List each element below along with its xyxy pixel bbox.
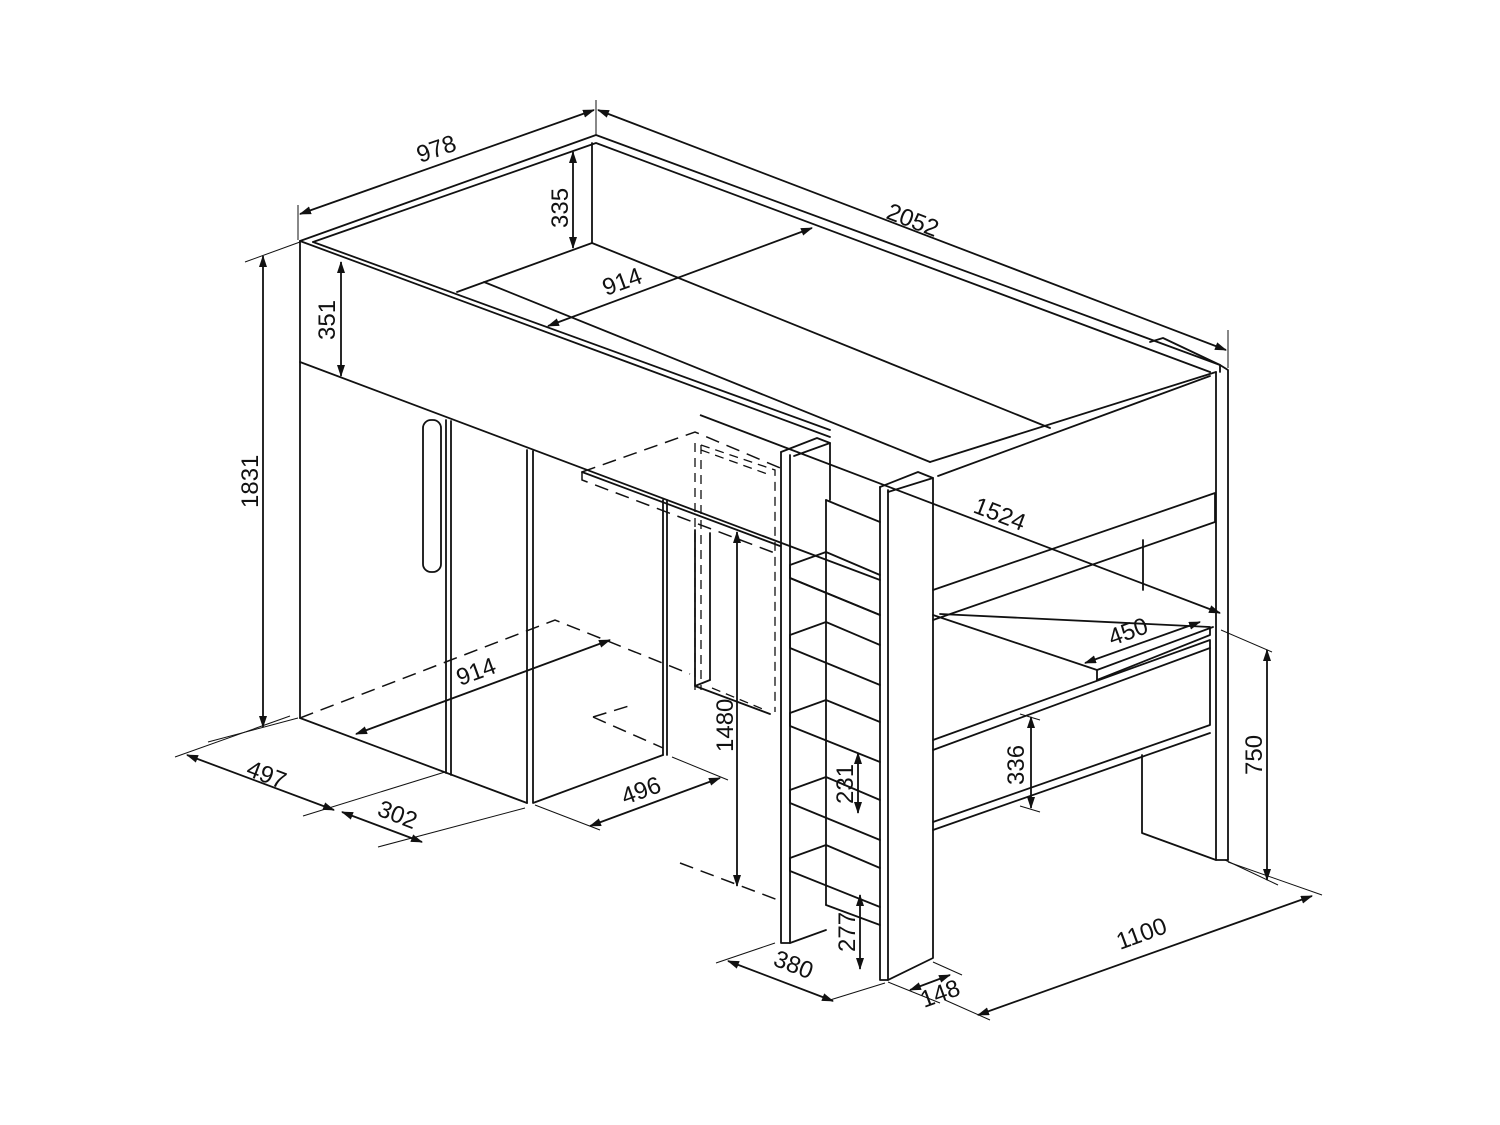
dim-wardrobe-side-depth: 496 xyxy=(618,772,665,811)
dim-wardrobe-door-width: 302 xyxy=(374,795,421,835)
dim-overall-length: 2052 xyxy=(883,198,943,242)
dim-desk-height: 750 xyxy=(1241,735,1268,775)
bed-frame xyxy=(299,134,1229,861)
dim-shelf-gap: 231 xyxy=(832,764,859,804)
dim-bottom-step-height: 277 xyxy=(834,912,861,952)
wardrobe-door-handle xyxy=(422,419,442,573)
dim-overall-depth: 978 xyxy=(413,130,460,169)
dim-wardrobe-depth: 497 xyxy=(243,755,290,795)
dim-mattress-width: 914 xyxy=(599,263,646,302)
wardrobe xyxy=(299,419,691,804)
dimensions: 978 2052 335 351 914 1831 914 1524 450 1… xyxy=(174,100,1323,1021)
dim-post-width: 148 xyxy=(917,975,964,1014)
dim-headboard-panel-height: 351 xyxy=(314,300,341,340)
dim-desk-length: 1524 xyxy=(970,492,1030,536)
dim-desk-front-panel-height: 336 xyxy=(1003,745,1030,785)
dim-underbed-width: 914 xyxy=(453,653,500,692)
dim-overall-height: 1831 xyxy=(237,455,264,508)
desk-unit xyxy=(932,492,1217,861)
ladder-shelf-unit xyxy=(780,437,934,981)
dim-under-bed-clearance: 1480 xyxy=(712,699,739,752)
dim-guard-rail-height: 335 xyxy=(547,188,574,228)
dim-desk-depth: 450 xyxy=(1105,613,1152,652)
pullout-desk-ghost xyxy=(581,431,786,901)
